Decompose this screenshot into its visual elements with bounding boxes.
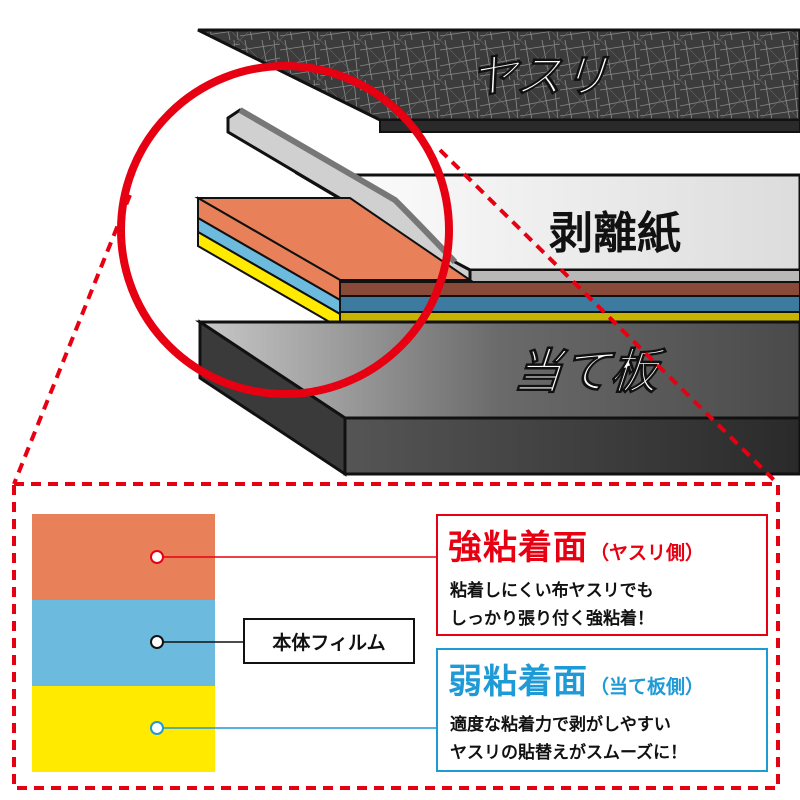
board-label: 当て板 [509,343,672,400]
connector-lines [150,550,436,735]
film-layers [194,196,800,330]
weak-adhesive-box: 弱粘着面（当て板側） 適度な粘着力で剥がしやすい ヤスリの貼替えがスムーズに！ [436,648,768,772]
strong-dot [150,550,164,564]
weak-adhesive-line-1: 適度な粘着力で剥がしやすい [450,715,671,735]
file-sheet: ヤスリ [197,28,800,133]
weak-adhesive-line-2: ヤスリの貼替えがスムーズに！ [450,743,688,763]
swatch-stack [32,514,215,772]
zoom-indicator [12,148,780,790]
strong-adhesive-title-sub: （ヤスリ側） [590,542,705,564]
weak-adhesive-title-sub: （当て板側） [590,676,705,698]
strong-adhesive-title: 強粘着面（ヤスリ側） [448,520,704,569]
file-sheet-label: ヤスリ [465,50,620,104]
swatch-film [32,600,215,686]
backing-board: 当て板 [195,319,800,477]
strong-adhesive-title-main: 強粘着面 [448,528,588,568]
strong-adhesive-box: 強粘着面（ヤスリ側） 粘着しにくい布ヤスリでも しっかり張り付く強粘着！ [436,514,768,636]
film-label: 本体フィルム [243,618,415,664]
magnifier-circle [117,62,453,398]
film-dot [150,635,164,649]
weak-adhesive-title-main: 弱粘着面 [448,662,588,702]
swatch-weak-side [32,686,215,772]
weak-dot [150,721,164,735]
release-paper-label: 剥離紙 [549,208,681,259]
strong-adhesive-line-1: 粘着しにくい布ヤスリでも [450,581,654,601]
weak-adhesive-title: 弱粘着面（当て板側） [448,654,704,703]
strong-adhesive-line-2: しっかり張り付く強粘着！ [450,609,654,629]
